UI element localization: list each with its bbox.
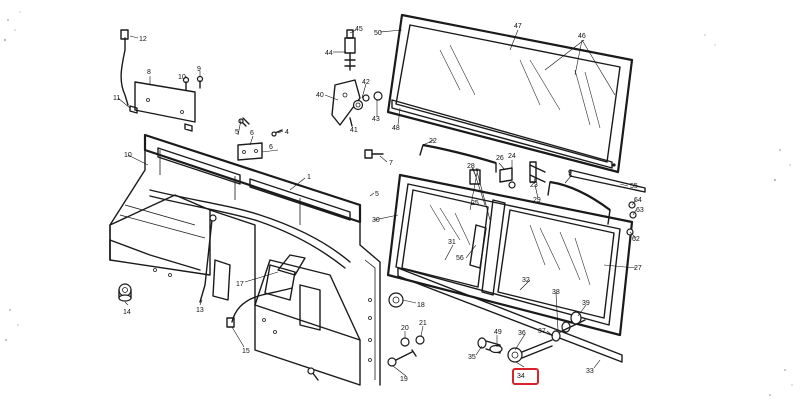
label-10: 10: [124, 152, 132, 159]
label-20: 20: [401, 325, 409, 332]
small-fasteners: [182, 75, 384, 161]
label-25: 25: [471, 200, 479, 207]
label-22: 22: [429, 138, 437, 145]
label-16: 15: [242, 348, 250, 355]
label-37: 37: [538, 328, 546, 335]
label-9: 9: [197, 66, 201, 73]
label-21: 21: [419, 320, 427, 327]
label-41: 41: [350, 127, 358, 134]
hose-fitting: [226, 317, 235, 328]
label-24: 24: [508, 153, 516, 160]
label-27: 27: [634, 265, 642, 272]
label-33: 33: [586, 368, 594, 375]
label-38: 38: [552, 289, 560, 296]
label-1: 1: [307, 174, 311, 181]
label-34: 34: [517, 373, 525, 380]
cable-connector: [120, 29, 129, 40]
cable-wire: [120, 37, 129, 106]
label-31: 31: [448, 239, 456, 246]
label-29: 29: [533, 197, 541, 204]
label-9b: 9: [568, 170, 572, 177]
label-2: 5: [375, 191, 379, 198]
label-7: 7: [389, 160, 393, 167]
label-18: 18: [417, 302, 425, 309]
label-30: 30: [372, 217, 380, 224]
label-56: 56: [456, 255, 464, 262]
callout-labels: 12 8 10 9 11 10 1 5 7 4 5 6 6 14 13 17 1…: [113, 23, 644, 383]
leader-lines: [117, 29, 637, 377]
label-19: 19: [400, 376, 408, 383]
lower-windscreen-frame: [386, 173, 637, 363]
rubber-bushing-left: [118, 283, 132, 302]
label-35: 35: [468, 354, 476, 361]
label-48: 48: [392, 125, 400, 132]
highlight-box-34[interactable]: [512, 368, 539, 385]
label-10-small: 10: [178, 74, 186, 81]
label-42: 42: [362, 79, 370, 86]
label-5: 5: [235, 129, 239, 136]
label-64: 64: [634, 197, 642, 204]
label-46: 46: [578, 33, 586, 40]
label-47: 47: [514, 23, 522, 30]
label-17: 17: [236, 281, 244, 288]
scan-noise: [3, 11, 793, 396]
label-13: 13: [196, 307, 204, 314]
label-55: 55: [630, 183, 638, 190]
label-14: 14: [123, 309, 131, 316]
label-44: 44: [325, 50, 333, 57]
label-50: 50: [374, 30, 382, 37]
label-40: 40: [316, 92, 324, 99]
hose-line: [231, 287, 293, 323]
label-6: 6: [250, 130, 254, 137]
stalk-rod: [199, 219, 213, 303]
bracket: [277, 254, 306, 276]
label-4: 4: [285, 129, 289, 136]
wiper-motor-assembly: [331, 29, 383, 127]
label-39: 39: [582, 300, 590, 307]
lower-fastener-group: [477, 311, 586, 363]
hinge-hardware: [419, 143, 611, 225]
label-62: 62: [632, 236, 640, 243]
upper-windscreen-frame: [386, 13, 646, 193]
fastener-group-center: [307, 292, 425, 381]
label-43: 43: [372, 116, 380, 123]
label-32: 32: [522, 277, 530, 284]
label-28: 28: [467, 163, 475, 170]
label-26: 26: [496, 155, 504, 162]
label-11: 11: [113, 95, 120, 102]
label-3: 6: [269, 144, 273, 151]
label-49: 49: [494, 329, 502, 336]
label-8: 8: [147, 69, 151, 76]
label-63: 63: [636, 207, 644, 214]
trim-plate: [129, 81, 196, 132]
label-45: 45: [355, 26, 363, 33]
label-12: 12: [139, 36, 147, 43]
label-23: 23: [530, 182, 538, 189]
label-36: 36: [518, 330, 526, 337]
